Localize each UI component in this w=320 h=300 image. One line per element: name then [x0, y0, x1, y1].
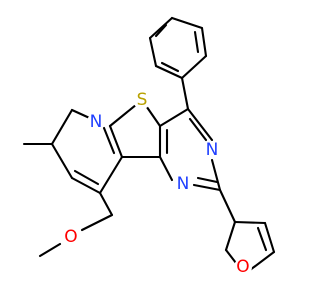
bond — [70, 176, 102, 195]
furan-oxygen-atom: O — [234, 257, 252, 277]
atom-label-n: N — [177, 174, 190, 194]
bond — [98, 155, 124, 195]
bond — [218, 188, 237, 224]
bond — [108, 124, 124, 159]
bond — [102, 126, 116, 155]
bond — [160, 61, 180, 73]
pyrimidine-nitrogen-upper-atom: N — [203, 140, 221, 160]
bond — [158, 107, 190, 128]
bond — [154, 23, 168, 38]
bond — [148, 16, 174, 40]
bond — [192, 183, 222, 192]
bond — [154, 64, 184, 80]
bond — [158, 155, 174, 182]
bond — [38, 242, 62, 258]
pyridine-nitrogen-atom: N — [87, 112, 105, 132]
bond — [224, 220, 237, 252]
bond — [196, 176, 219, 184]
methoxy-oxygen-atom: O — [62, 227, 80, 247]
bond — [200, 26, 208, 58]
bonds — [22, 16, 276, 272]
sulfur-atom: S — [133, 90, 151, 110]
bond — [224, 248, 238, 265]
bond — [193, 30, 200, 54]
bond — [210, 158, 222, 192]
bond — [186, 107, 214, 142]
bond — [73, 169, 100, 186]
atom-label-n: N — [90, 112, 103, 132]
atom-label-s: S — [137, 90, 148, 110]
molecule-structure: S N N N O O — [22, 16, 276, 277]
bond — [98, 191, 114, 217]
bond — [80, 213, 114, 232]
bond — [170, 16, 204, 30]
bond — [148, 36, 158, 68]
atom-label-n: N — [206, 140, 219, 160]
atom-label-o: O — [236, 257, 249, 277]
atom-labels: S N N N O O — [62, 90, 252, 277]
bond — [180, 76, 190, 111]
bond — [50, 108, 74, 146]
bond — [248, 250, 276, 272]
pyrimidine-nitrogen-lower-atom: N — [174, 174, 192, 194]
bond — [188, 117, 208, 142]
bond — [50, 142, 74, 180]
bond — [256, 226, 268, 252]
atom-label-o: O — [64, 227, 77, 247]
bond — [233, 220, 267, 225]
bond — [263, 221, 276, 254]
bond — [180, 54, 208, 80]
